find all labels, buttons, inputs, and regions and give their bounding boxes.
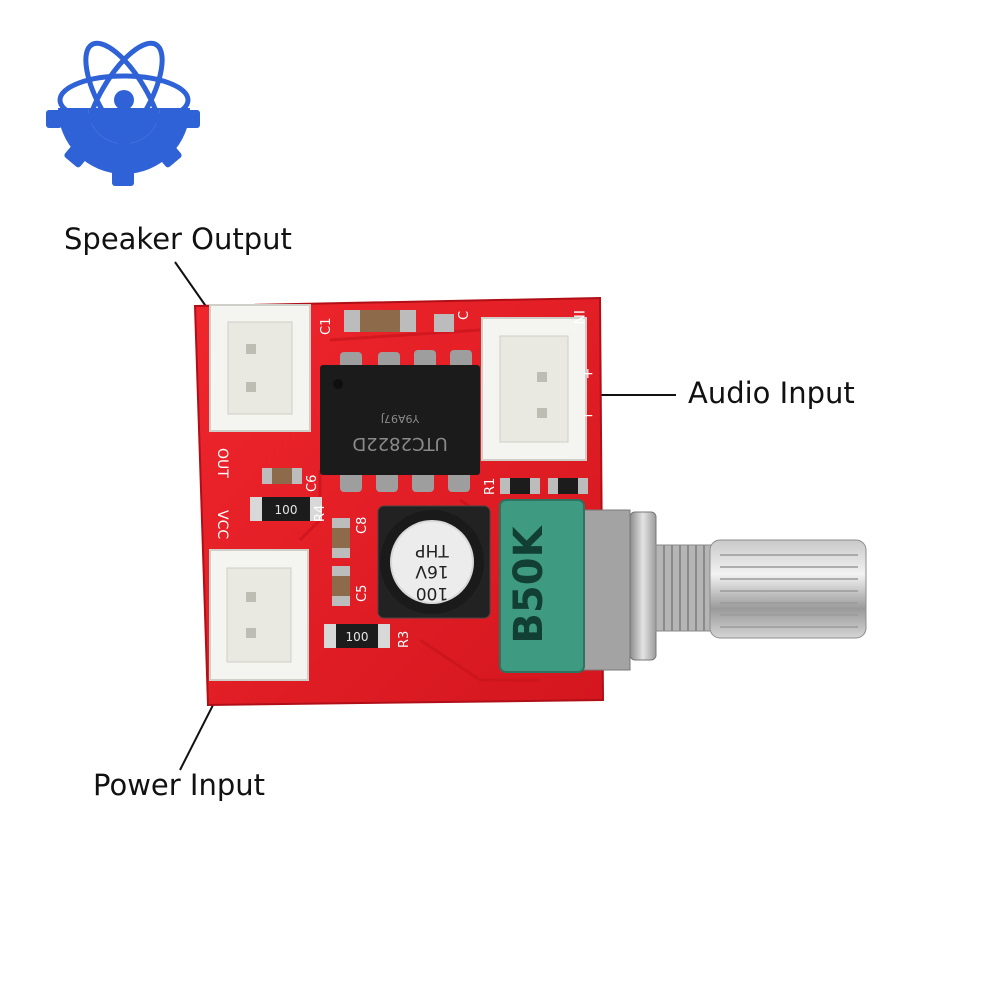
resistor-r4-text: 100 (275, 503, 298, 517)
atom-gear-logo-icon (46, 40, 200, 186)
speaker-output-label: Speaker Output (64, 222, 292, 256)
chip-line2-text: UTC2822D (352, 433, 447, 454)
silk-r4: R4 (313, 505, 328, 522)
smd-resistor-r3: 100 (324, 624, 390, 648)
capacitor-line2-text: 16V (415, 561, 449, 581)
silk-plus: + (582, 366, 594, 382)
silk-minus: − (582, 408, 594, 424)
pot-nut (629, 511, 657, 661)
speaker-output-connector (209, 304, 311, 432)
silk-out: OUT (214, 448, 230, 478)
power-input-label: Power Input (93, 768, 265, 802)
silk-c6: C6 (305, 475, 320, 492)
silk-c8: C8 (355, 517, 370, 534)
capacitor-line1-text: THP (415, 540, 449, 560)
silk-c5: C5 (355, 585, 370, 602)
silk-in: IN (570, 310, 586, 325)
smd-capacitor-c1 (344, 310, 416, 332)
smd-capacitor-c6 (262, 468, 302, 484)
silk-c1: C1 (319, 318, 334, 335)
resistor-r3-text: 100 (346, 630, 369, 644)
chip-line1-text: Y9A97J (381, 412, 420, 425)
smd-resistor-r1-pair (500, 478, 588, 494)
ic-chip: Y9A97J UTC2822D (320, 350, 480, 492)
pot-shaft (709, 539, 867, 639)
silkscreen-labels: C1 C C6 R4 C8 C5 R3 R1 OUT VCC IN + − (214, 310, 594, 648)
pot-label-text: B50K (506, 524, 552, 643)
electrolytic-capacitor: THP 16V 100 (377, 505, 491, 619)
smd-resistor-r4: 100 (250, 497, 322, 521)
audio-input-label: Audio Input (688, 376, 855, 410)
silk-c: C (457, 311, 472, 320)
smd-capacitor-c (434, 314, 454, 332)
power-input-connector (209, 549, 309, 681)
silk-r1: R1 (483, 478, 498, 495)
smd-capacitor-c8 (332, 518, 350, 558)
silk-r3: R3 (397, 631, 412, 648)
capacitor-line3-text: 100 (416, 583, 448, 603)
audio-input-connector (481, 317, 587, 461)
silk-vcc: VCC (214, 510, 230, 539)
smd-capacitor-c5 (332, 566, 350, 606)
potentiometer: B50K (499, 499, 867, 673)
